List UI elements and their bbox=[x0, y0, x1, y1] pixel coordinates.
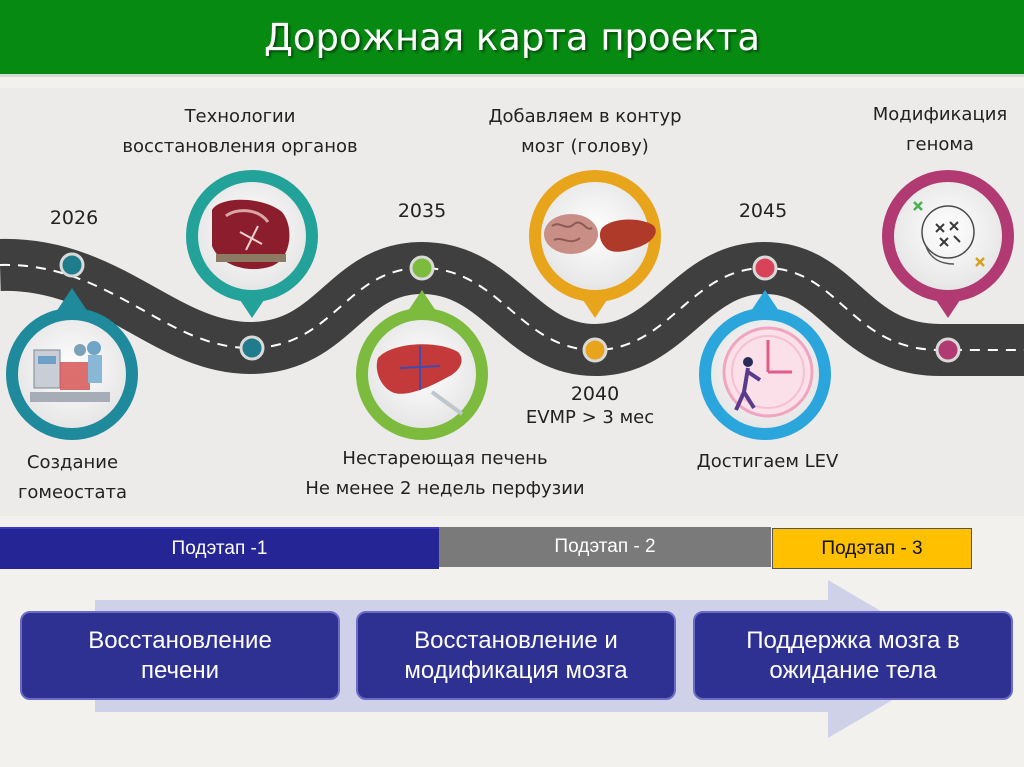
caption-line: гомеостата bbox=[17, 482, 128, 503]
caption-evmp: EVMP > 3 мес bbox=[525, 407, 655, 428]
liver-perfusion-icon bbox=[376, 344, 464, 416]
caption-line: мозг (голову) bbox=[521, 136, 649, 157]
substage-2-bar: Подэтап - 2 bbox=[439, 527, 771, 567]
road-marker-2045 bbox=[752, 255, 778, 281]
lev-pin bbox=[699, 290, 831, 440]
card-line: ожидание тела bbox=[769, 656, 937, 684]
caption-line: Создание bbox=[26, 452, 119, 473]
header-bar: Дорожная карта проекта bbox=[0, 0, 1024, 77]
caption-genome: Модификация генома bbox=[850, 100, 1024, 160]
caption-homeostat: Создание гомеостата bbox=[0, 448, 145, 508]
caption-line: восстановления органов bbox=[122, 136, 358, 157]
caption-line: Не менее 2 недель перфузии bbox=[305, 478, 585, 499]
caption-line: генома bbox=[906, 134, 974, 155]
brain-liver-icon bbox=[544, 214, 656, 254]
card-brain-restoration: Восстановление и модификация мозга bbox=[356, 611, 676, 700]
card-line: Поддержка мозга в bbox=[746, 626, 960, 654]
substage-1-bar: Подэтап -1 bbox=[0, 527, 439, 569]
road-marker-2040 bbox=[582, 337, 608, 363]
homeostat-pin bbox=[6, 288, 138, 440]
card-liver-restoration: Восстановление печени bbox=[20, 611, 340, 700]
organ-restoration-icon bbox=[212, 199, 290, 270]
road-marker-2026 bbox=[59, 252, 85, 278]
road-marker-genome bbox=[935, 337, 961, 363]
liver-perfusion-pin bbox=[356, 290, 488, 440]
road-marker-organs bbox=[239, 335, 265, 361]
caption-brain: Добавляем в контур мозг (голову) bbox=[455, 102, 715, 162]
substage-3-bar: Подэтап - 3 bbox=[772, 528, 972, 569]
caption-line: Модификация bbox=[872, 104, 1008, 125]
year-label-2040: 2040 bbox=[570, 383, 620, 405]
brain-liver-pin bbox=[529, 170, 661, 318]
road-centerline bbox=[0, 263, 1024, 352]
operating-room-icon bbox=[30, 341, 110, 402]
card-line: Восстановление bbox=[88, 626, 272, 654]
card-line: Восстановление и bbox=[414, 626, 618, 654]
caption-line: Нестареющая печень bbox=[342, 448, 548, 469]
genome-pin bbox=[882, 170, 1014, 318]
card-line: печени bbox=[140, 656, 220, 684]
caption-line: Достигаем LEV bbox=[696, 451, 839, 472]
card-line: модификация мозга bbox=[404, 656, 628, 684]
organ-restoration-pin bbox=[186, 170, 318, 318]
caption-lev: Достигаем LEV bbox=[680, 447, 855, 477]
genome-icon bbox=[913, 201, 985, 267]
caption-liver: Нестареющая печень Не менее 2 недель пер… bbox=[280, 444, 610, 504]
caption-organ-restoration: Технологии восстановления органов bbox=[100, 102, 380, 162]
clock-runner-icon bbox=[722, 326, 814, 418]
year-label-2045: 2045 bbox=[738, 200, 788, 222]
caption-line: Добавляем в контур bbox=[488, 106, 682, 127]
year-label-2026: 2026 bbox=[49, 207, 99, 229]
year-label-2035: 2035 bbox=[397, 200, 447, 222]
card-brain-support: Поддержка мозга в ожидание тела bbox=[693, 611, 1013, 700]
caption-line: Технологии bbox=[184, 106, 296, 127]
road-marker-2035 bbox=[409, 255, 435, 281]
page-title: Дорожная карта проекта bbox=[263, 15, 761, 59]
